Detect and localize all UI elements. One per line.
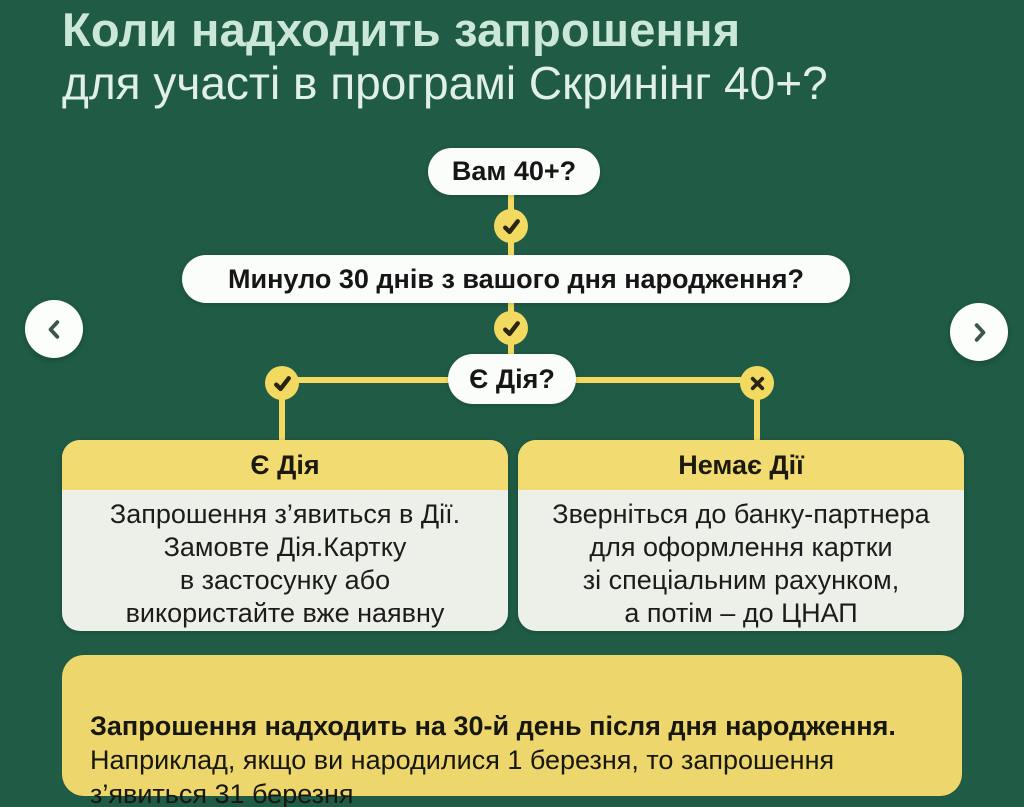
card-no-diia-header: Немає Дії <box>518 440 964 490</box>
title-line-2: для участі в програмі Скринінг 40+? <box>62 57 828 109</box>
card-has-diia-body: Запрошення з’явиться в Дії. Замовте Дія.… <box>109 499 461 628</box>
check-node-1 <box>494 209 528 243</box>
question-diia-label: Є Дія? <box>469 363 555 394</box>
carousel-next-button[interactable] <box>950 303 1008 361</box>
chevron-right-icon <box>966 319 993 346</box>
page-title: Коли надходить запрошення для участі в п… <box>62 2 828 110</box>
cross-node-no-branch <box>740 366 774 400</box>
question-30-days: Минуло 30 днів з вашого дня народження? <box>182 255 850 303</box>
card-no-diia: Немає Дії Зверніться до банку-партнера д… <box>518 440 964 631</box>
note-bold-text: Запрошення надходить на 30-й день після … <box>90 711 896 741</box>
title-line-1: Коли надходить запрошення <box>62 3 741 56</box>
question-age: Вам 40+? <box>428 148 600 195</box>
card-no-diia-body: Зверніться до банку-партнера для оформле… <box>552 499 930 628</box>
question-diia: Є Дія? <box>448 354 576 404</box>
connector-q3-no <box>572 377 758 383</box>
connector-yes-card <box>279 382 285 442</box>
check-node-yes-branch <box>265 366 299 400</box>
carousel-prev-button[interactable] <box>25 300 83 358</box>
check-node-2 <box>494 311 528 345</box>
chevron-left-icon <box>41 316 68 343</box>
card-has-diia-header: Є Дія <box>62 440 508 490</box>
card-has-diia: Є Дія Запрошення з’явиться в Дії. Замовт… <box>62 440 508 631</box>
note-box: Запрошення надходить на 30-й день після … <box>62 655 962 807</box>
connector-q3-yes <box>282 377 452 383</box>
check-icon <box>271 372 294 395</box>
connector-no-card <box>754 382 760 442</box>
question-30-days-label: Минуло 30 днів з вашого дня народження? <box>228 263 804 294</box>
question-age-label: Вам 40+? <box>451 156 577 186</box>
cross-icon <box>747 373 768 394</box>
check-icon <box>500 317 523 340</box>
note-regular-text: Наприклад, якщо ви народилися 1 березня,… <box>90 745 835 807</box>
check-icon <box>500 215 523 238</box>
